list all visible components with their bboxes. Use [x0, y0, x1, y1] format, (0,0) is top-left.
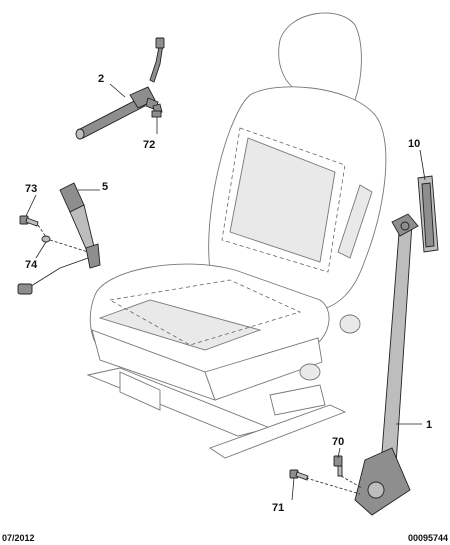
- callout-71: 71: [272, 502, 284, 514]
- callout-5: 5: [102, 181, 108, 193]
- callout-2: 2: [98, 73, 104, 85]
- callout-70: 70: [332, 436, 344, 448]
- callout-73: 73: [25, 183, 37, 195]
- cushion-panel: [98, 299, 262, 351]
- part-5-buckle: [59, 182, 101, 269]
- callout-74: 74: [25, 259, 38, 271]
- seat-illustration: [86, 12, 387, 459]
- backrest-panel: [229, 137, 336, 263]
- callout-1: 1: [426, 419, 432, 431]
- part-73-bolt: [19, 215, 39, 227]
- part-2-height-adjuster: [75, 37, 165, 140]
- callout-10: 10: [408, 138, 420, 150]
- part-70-bolt: [333, 455, 343, 477]
- seat-rail-right: [209, 404, 347, 459]
- part-72-screw: [151, 103, 163, 118]
- callout-72: 72: [143, 139, 155, 151]
- recline-knob: [339, 314, 361, 334]
- part-71-bolt: [289, 469, 309, 481]
- side-airbag-panel: [337, 184, 373, 259]
- footer-reference: 00095744: [408, 533, 448, 543]
- height-knob: [299, 363, 321, 381]
- callout-labels: 2 72 73 5 74 10 1 70 71: [25, 73, 432, 514]
- leader-lines: [25, 83, 426, 501]
- footer-date: 07/2012: [2, 533, 35, 543]
- headrest: [278, 12, 362, 101]
- part-1-seat-belt: [354, 213, 419, 516]
- part-10-trim: [417, 175, 439, 253]
